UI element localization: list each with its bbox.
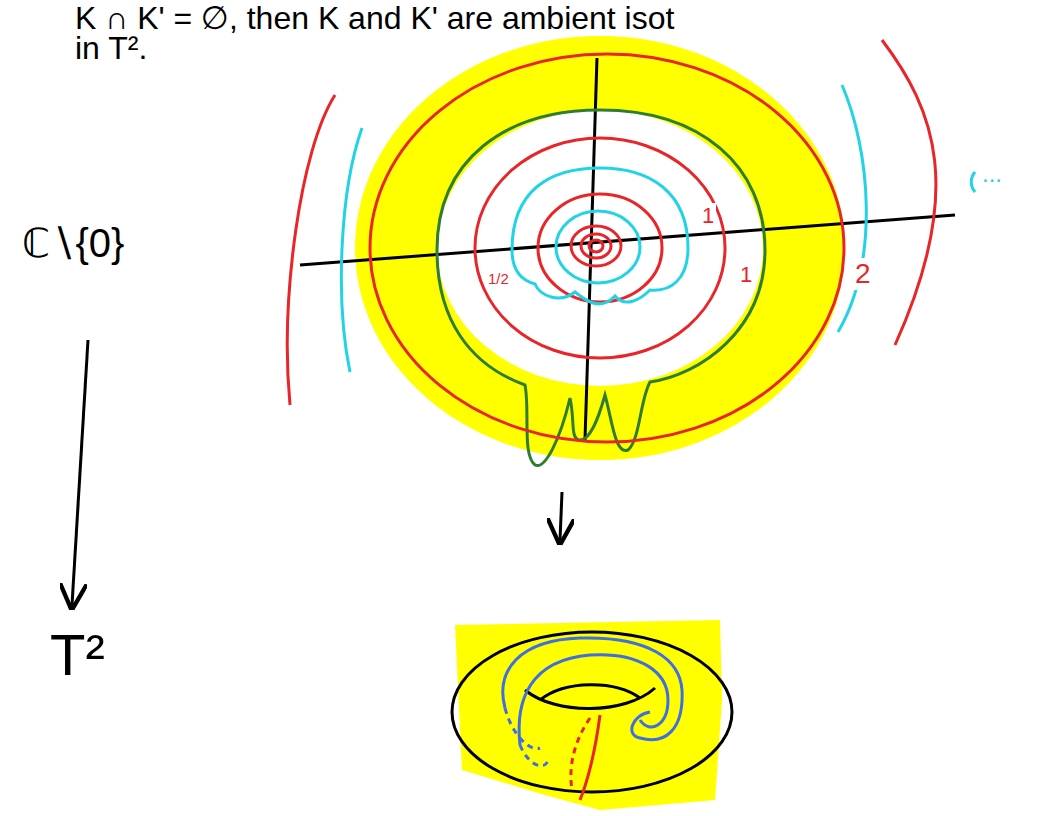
red-circle (538, 194, 662, 302)
red-circle (589, 240, 603, 252)
cyan-circle (556, 211, 640, 283)
space-label: T² (50, 622, 105, 689)
covering-map-arrow (560, 492, 562, 540)
red-arc (882, 40, 936, 345)
cyan-arc (341, 128, 362, 372)
space-label: ℂ∖{0} (22, 220, 124, 266)
cyan-arc (971, 172, 975, 192)
blue-curve (519, 655, 668, 745)
radius-number: 1/2 (486, 270, 511, 287)
shaded-region (455, 620, 722, 810)
blue-curve (520, 745, 548, 766)
blue-curve (505, 708, 540, 749)
radius-number: 1 (700, 203, 716, 228)
torus-outline (452, 632, 732, 792)
red-circle (581, 234, 611, 258)
red-circle-radius-one (475, 138, 725, 358)
green-wavy-circle (437, 110, 765, 466)
red-circle-radius-two (370, 54, 844, 442)
red-arc (287, 95, 335, 405)
radius-number: 1 (738, 262, 754, 287)
cyan-wavy-circle (512, 168, 688, 304)
heading-text: in T². (75, 30, 147, 67)
red-meridian (571, 718, 590, 790)
cyan-arc (838, 85, 866, 332)
covering-map-arrow (72, 340, 88, 605)
heading-text: K ∩ K' = ∅, then K and K' are ambient is… (75, 0, 674, 37)
red-circle (571, 226, 621, 266)
shaded-annulus (355, 36, 845, 460)
radius-number: 2 (853, 258, 873, 290)
torus-hole (540, 685, 640, 700)
continuation-dots: ... (982, 160, 1002, 188)
